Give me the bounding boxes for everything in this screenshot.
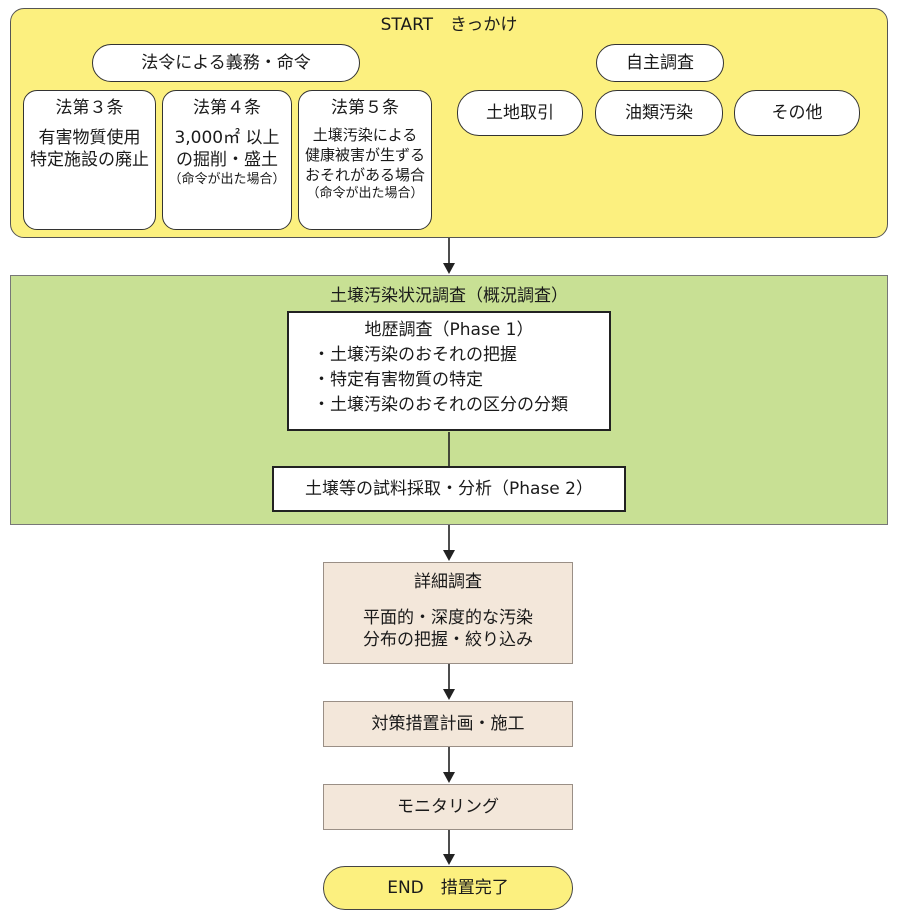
law-card-title: 法第３条 xyxy=(55,98,124,118)
detailed-survey-line: 分布の把握・絞り込み xyxy=(363,630,533,650)
end-label: END 措置完了 xyxy=(387,878,509,898)
law-card-title: 法第５条 xyxy=(331,98,399,118)
voluntary-item-land-transaction: 土地取引 xyxy=(457,90,583,136)
law-card-article-4: 法第４条 3,000㎡ 以上 の掘削・盛土 （命令が出た場合） xyxy=(162,90,292,230)
law-card-line: 特定施設の廃止 xyxy=(30,150,149,170)
phase1-item: ・土壌汚染のおそれの区分の分類 xyxy=(313,395,568,415)
arrowhead xyxy=(443,772,455,783)
voluntary-survey-pill: 自主調査 xyxy=(596,44,724,82)
phase1-title: 地歴調査（Phase 1） xyxy=(364,320,534,340)
arrowhead xyxy=(443,263,455,274)
measures-label: 対策措置計画・施工 xyxy=(371,714,525,734)
law-card-line: 3,000㎡ 以上 xyxy=(174,128,280,148)
detailed-survey-box: 詳細調査 平面的・深度的な汚染 分布の把握・絞り込み xyxy=(323,562,573,664)
phase1-box: 地歴調査（Phase 1） ・土壌汚染のおそれの把握 ・特定有害物質の特定 ・土… xyxy=(287,311,611,431)
law-card-line: おそれがある場合 xyxy=(304,166,425,184)
detailed-survey-line: 平面的・深度的な汚染 xyxy=(363,608,533,628)
voluntary-item-other: その他 xyxy=(734,90,860,136)
legal-obligation-pill: 法令による義務・命令 xyxy=(92,44,360,82)
phase1-item: ・土壌汚染のおそれの把握 xyxy=(313,345,517,365)
voluntary-item-oil-contamination: 油類汚染 xyxy=(595,90,723,136)
law-card-article-3: 法第３条 有害物質使用 特定施設の廃止 xyxy=(23,90,156,230)
law-card-note: （命令が出た場合） xyxy=(306,186,424,201)
end-pill: END 措置完了 xyxy=(323,866,573,910)
survey-title: 土壌汚染状況調査（概況調査） xyxy=(330,286,568,306)
law-card-note: （命令が出た場合） xyxy=(168,172,286,187)
arrowhead xyxy=(443,689,455,700)
detailed-survey-title: 詳細調査 xyxy=(414,572,482,592)
start-title: START きっかけ xyxy=(380,15,518,35)
law-card-title: 法第４条 xyxy=(193,98,261,118)
phase2-label: 土壌等の試料採取・分析（Phase 2） xyxy=(305,479,593,499)
arrowhead xyxy=(443,854,455,865)
arrowhead xyxy=(443,550,455,561)
phase2-box: 土壌等の試料採取・分析（Phase 2） xyxy=(272,466,626,512)
law-card-line: 健康被害が生ずる xyxy=(304,146,425,164)
monitoring-box: モニタリング xyxy=(323,784,573,830)
phase1-item: ・特定有害物質の特定 xyxy=(313,370,483,390)
law-card-line: の掘削・盛土 xyxy=(176,150,278,170)
monitoring-label: モニタリング xyxy=(397,797,499,817)
law-card-line: 有害物質使用 xyxy=(38,128,141,148)
law-card-article-5: 法第５条 土壌汚染による 健康被害が生ずる おそれがある場合 （命令が出た場合） xyxy=(298,90,432,230)
law-card-line: 土壌汚染による xyxy=(312,126,418,144)
measures-box: 対策措置計画・施工 xyxy=(323,701,573,747)
